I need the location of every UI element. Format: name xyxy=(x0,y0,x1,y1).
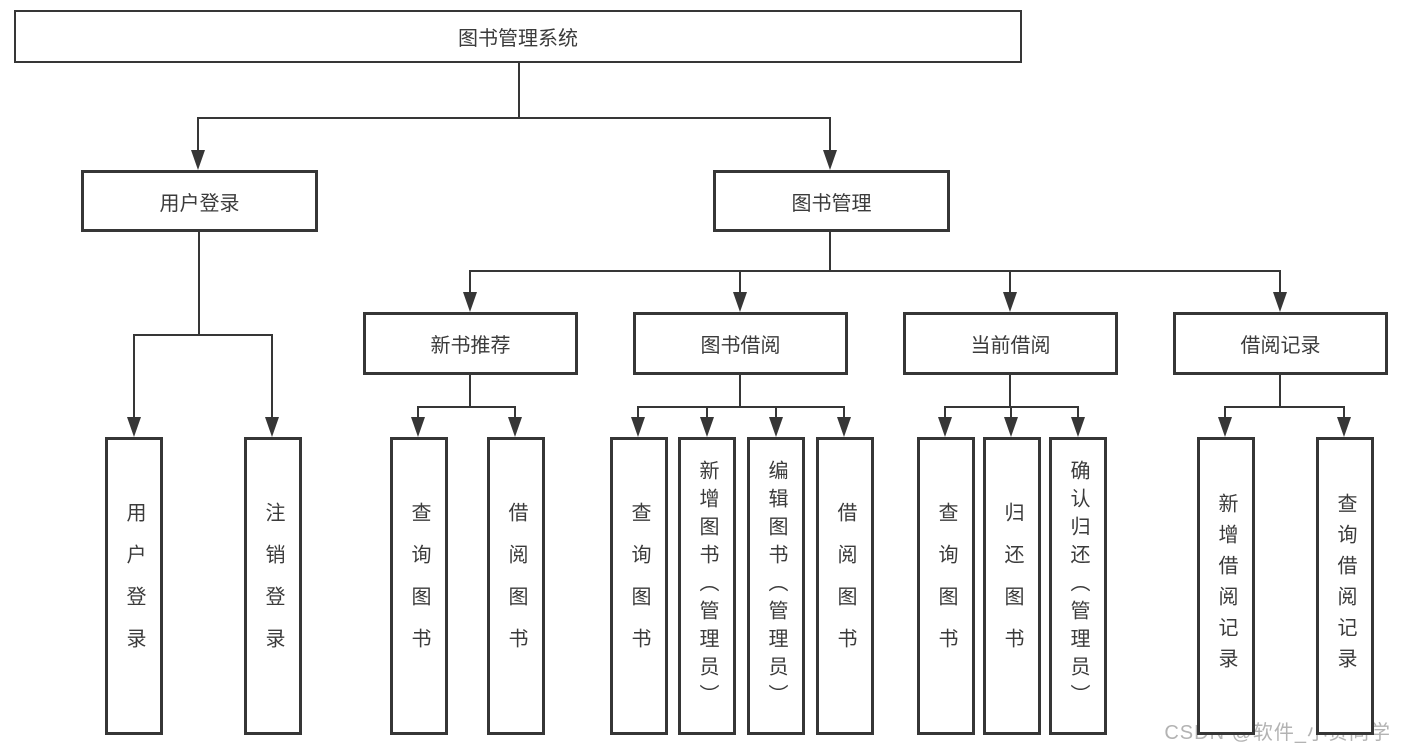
leaf-borrow-query-books: 查询图书 xyxy=(610,437,668,735)
connector-line xyxy=(775,406,777,420)
connector-line xyxy=(417,406,419,420)
leaf-user-login: 用户登录 xyxy=(105,437,163,735)
connector-line xyxy=(1224,406,1226,420)
connector-line xyxy=(739,375,741,408)
arrowhead-icon xyxy=(411,417,425,437)
connector-line xyxy=(1279,375,1281,408)
arrowhead-icon xyxy=(823,150,837,170)
connector-line xyxy=(843,406,845,420)
connector-line xyxy=(829,232,831,272)
leaf-logout: 注销登录 xyxy=(244,437,302,735)
connector-line xyxy=(514,406,516,420)
connector-line xyxy=(739,270,741,296)
connector-line xyxy=(637,406,639,420)
connector-line xyxy=(1009,270,1011,296)
arrowhead-icon xyxy=(837,417,851,437)
leaf-current-confirm-return-admin: 确认归还（管理员） xyxy=(1049,437,1107,735)
leaf-records-add-record: 新增借阅记录 xyxy=(1197,437,1255,735)
connector-line xyxy=(1224,406,1345,408)
arrowhead-icon xyxy=(1218,417,1232,437)
node-user-login: 用户登录 xyxy=(81,170,318,232)
arrowhead-icon xyxy=(938,417,952,437)
connector-line xyxy=(469,375,471,408)
node-current-borrow: 当前借阅 xyxy=(903,312,1118,375)
connector-line xyxy=(1009,375,1011,408)
arrowhead-icon xyxy=(508,417,522,437)
connector-line xyxy=(944,406,946,420)
connector-line xyxy=(197,117,831,119)
connector-line xyxy=(417,406,516,408)
arrowhead-icon xyxy=(463,292,477,312)
node-book-borrow: 图书借阅 xyxy=(633,312,848,375)
leaf-borrow-edit-books-admin: 编辑图书（管理员） xyxy=(747,437,805,735)
connector-line xyxy=(1010,406,1012,420)
connector-line xyxy=(198,232,200,336)
arrowhead-icon xyxy=(1273,292,1287,312)
leaf-borrow-add-books-admin: 新增图书（管理员） xyxy=(678,437,736,735)
connector-line xyxy=(271,334,273,420)
arrowhead-icon xyxy=(127,417,141,437)
arrowhead-icon xyxy=(1003,292,1017,312)
arrowhead-icon xyxy=(631,417,645,437)
arrowhead-icon xyxy=(769,417,783,437)
connector-line xyxy=(518,63,520,119)
leaf-current-return-books: 归还图书 xyxy=(983,437,1041,735)
connector-line xyxy=(197,117,199,153)
node-root-library-system: 图书管理系统 xyxy=(14,10,1022,63)
node-borrow-records: 借阅记录 xyxy=(1173,312,1388,375)
connector-line xyxy=(133,334,135,420)
connector-line xyxy=(829,117,831,153)
leaf-newbook-borrow-books: 借阅图书 xyxy=(487,437,545,735)
node-new-book-recommend: 新书推荐 xyxy=(363,312,578,375)
connector-line xyxy=(1343,406,1345,420)
leaf-newbook-query-books: 查询图书 xyxy=(390,437,448,735)
connector-line xyxy=(469,270,471,296)
arrowhead-icon xyxy=(1337,417,1351,437)
connector-line xyxy=(1077,406,1079,420)
connector-line xyxy=(706,406,708,420)
arrowhead-icon xyxy=(700,417,714,437)
leaf-records-query-record: 查询借阅记录 xyxy=(1316,437,1374,735)
arrowhead-icon xyxy=(191,150,205,170)
leaf-current-query-books: 查询图书 xyxy=(917,437,975,735)
arrowhead-icon xyxy=(733,292,747,312)
connector-line xyxy=(637,406,845,408)
node-book-management: 图书管理 xyxy=(713,170,950,232)
arrowhead-icon xyxy=(265,417,279,437)
arrowhead-icon xyxy=(1071,417,1085,437)
connector-line xyxy=(1279,270,1281,296)
connector-line xyxy=(133,334,273,336)
arrowhead-icon xyxy=(1004,417,1018,437)
connector-line xyxy=(469,270,1281,272)
leaf-borrow-borrow-books: 借阅图书 xyxy=(816,437,874,735)
